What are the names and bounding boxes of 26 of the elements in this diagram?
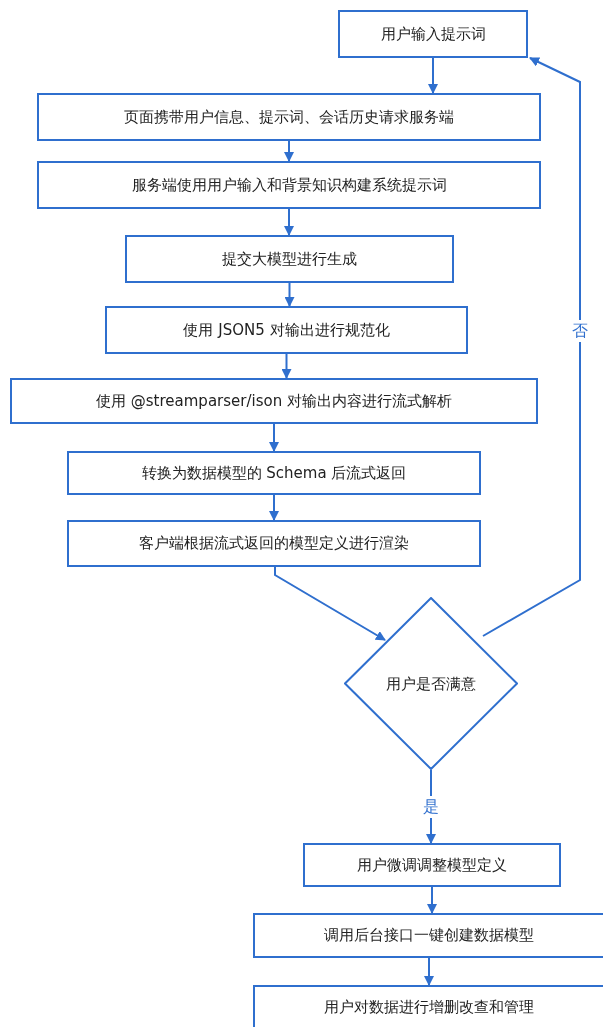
process-box: 使用 JSON5 对输出进行规范化	[105, 306, 468, 354]
arrow	[284, 282, 295, 307]
arrow	[281, 353, 292, 379]
arrow	[269, 494, 279, 521]
arrow	[424, 957, 434, 986]
arrow	[269, 423, 279, 452]
arrow	[482, 57, 581, 637]
process-box: 服务端使用用户输入和背景知识构建系统提示词	[37, 161, 541, 209]
edge-label: 否	[572, 320, 588, 342]
process-box: 用户输入提示词	[338, 10, 528, 58]
edge-label: 是	[423, 795, 439, 818]
arrow	[428, 57, 438, 94]
diamond-label: 用户是否满意	[385, 674, 477, 693]
arrow	[427, 886, 437, 914]
process-box: 客户端根据流式返回的模型定义进行渲染	[67, 520, 481, 567]
process-box: 提交大模型进行生成	[125, 235, 454, 283]
arrow	[274, 566, 386, 641]
arrow	[284, 208, 294, 236]
decision-diamond	[344, 597, 518, 770]
process-box: 页面携带用户信息、提示词、会话历史请求服务端	[37, 93, 541, 141]
process-box: 使用 @streamparser/ison 对输出内容进行流式解析	[10, 378, 538, 424]
process-box: 用户对数据进行增删改查和管理	[253, 985, 603, 1027]
process-box: 调用后台接口一键创建数据模型	[253, 913, 603, 958]
process-box: 用户微调调整模型定义	[303, 843, 561, 887]
arrow	[284, 140, 294, 162]
process-box: 转换为数据模型的 Schema 后流式返回	[67, 451, 481, 495]
